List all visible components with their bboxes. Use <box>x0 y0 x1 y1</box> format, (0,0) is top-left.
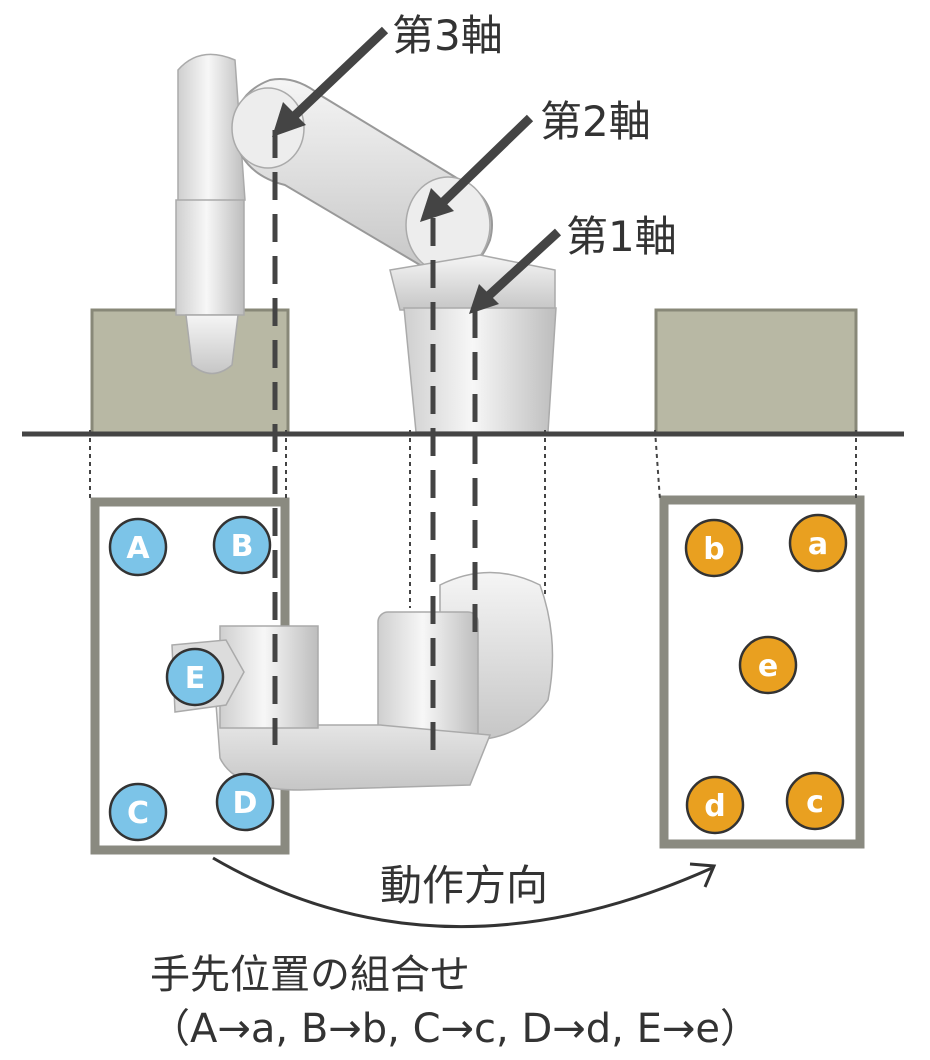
axis1-arrowhead <box>469 284 499 314</box>
svg-text:A: A <box>126 531 150 566</box>
start-marker-d: D <box>215 772 275 832</box>
motion-direction-arrow <box>212 856 713 928</box>
axis-pointer-arrows <box>284 26 562 304</box>
goal-marker-e: e <box>738 635 798 695</box>
axis3-arrowhead <box>272 102 306 137</box>
start-marker-a: A <box>108 517 168 577</box>
robot-side-view <box>175 53 557 433</box>
axis3-label: 第3軸 <box>392 11 503 60</box>
projection-dotted-lines <box>89 429 857 608</box>
svg-text:d: d <box>704 789 725 824</box>
svg-text:B: B <box>231 529 254 564</box>
goal-marker-d: d <box>685 775 745 835</box>
start-marker-b: B <box>212 515 272 575</box>
goal-marker-c: c <box>785 771 845 831</box>
right-box-side <box>654 308 858 436</box>
goal-marker-a: a <box>788 513 848 573</box>
caption-line1: 手先位置の組合せ <box>150 952 470 998</box>
svg-text:E: E <box>185 661 206 696</box>
start-marker-c: C <box>108 782 168 842</box>
caption-line2: （A→a, B→b, C→c, D→d, E→e） <box>150 1006 760 1052</box>
svg-text:C: C <box>127 796 149 831</box>
axis2-arrowhead <box>420 188 454 222</box>
goal-markers: a b c d e <box>684 513 848 835</box>
robot-top-view <box>171 571 554 791</box>
start-markers: A B C D E <box>108 515 275 842</box>
axis1-label: 第1軸 <box>566 212 677 261</box>
svg-text:D: D <box>233 786 258 821</box>
axis2-label: 第2軸 <box>540 97 651 146</box>
svg-text:b: b <box>703 532 724 567</box>
axis-dashed-lines <box>272 130 478 752</box>
motion-direction-arrowhead <box>689 862 717 888</box>
motion-direction-label: 動作方向 <box>380 861 549 910</box>
goal-marker-b: b <box>684 518 744 578</box>
svg-text:c: c <box>806 785 824 820</box>
svg-text:e: e <box>758 649 778 684</box>
start-marker-e: E <box>165 647 225 707</box>
svg-text:a: a <box>808 527 828 562</box>
